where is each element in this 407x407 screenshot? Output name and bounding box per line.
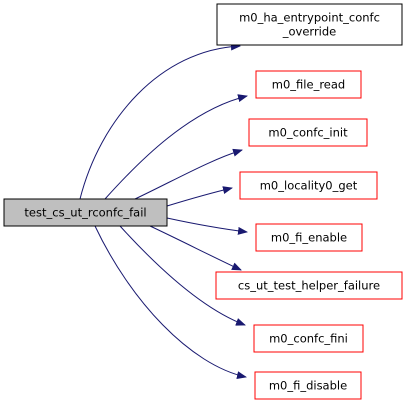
- call-edge-5: [166, 217, 248, 235]
- call-edge-6: [149, 225, 242, 271]
- call-edge-8: [94, 225, 247, 380]
- call-edge-7: [119, 225, 246, 326]
- callee-box: [215, 271, 403, 300]
- callee-label: m0_file_read: [272, 78, 345, 92]
- call-edge-2: [104, 94, 248, 200]
- callee-node-7[interactable]: m0_confc_fini: [253, 324, 364, 353]
- callee-box: [248, 118, 368, 147]
- callee-node-2[interactable]: m0_file_read: [255, 70, 362, 99]
- callee-box: [216, 3, 403, 46]
- callee-label: m0_confc_fini: [269, 332, 348, 346]
- callee-label: m0_locality0_get: [260, 179, 358, 193]
- callee-nodes: m0_ha_entrypoint_confc_override m0_file_r…: [215, 3, 403, 400]
- call-edges: [79, 42, 248, 380]
- callee-box: [255, 223, 363, 252]
- root-function-label: test_cs_ut_rconfc_fail: [24, 206, 146, 220]
- callee-node-5[interactable]: m0_fi_enable: [255, 223, 363, 252]
- callee-label: _override: [282, 25, 337, 39]
- callee-box: [239, 171, 378, 200]
- callee-node-3[interactable]: m0_confc_init: [248, 118, 368, 147]
- callee-node-8[interactable]: m0_fi_disable: [254, 371, 362, 400]
- callee-box: [255, 70, 362, 99]
- root-function-node[interactable]: test_cs_ut_rconfc_fail: [3, 198, 168, 227]
- callee-node-1[interactable]: m0_ha_entrypoint_confc_override: [216, 3, 403, 46]
- call-edge-4: [166, 186, 233, 207]
- call-edge-3: [134, 148, 243, 200]
- callee-label: cs_ut_test_helper_failure: [238, 279, 380, 293]
- root-function-box: [3, 198, 168, 227]
- callee-node-6[interactable]: cs_ut_test_helper_failure: [215, 271, 403, 300]
- callee-label: m0_ha_entrypoint_confc: [239, 11, 380, 25]
- callee-label: m0_fi_enable: [271, 231, 347, 245]
- call-edge-1: [79, 42, 241, 200]
- callee-label: m0_confc_init: [268, 126, 348, 140]
- callee-box: [254, 371, 362, 400]
- callee-box: [253, 324, 364, 353]
- callee-label: m0_fi_disable: [269, 379, 347, 393]
- callee-node-4[interactable]: m0_locality0_get: [239, 171, 378, 200]
